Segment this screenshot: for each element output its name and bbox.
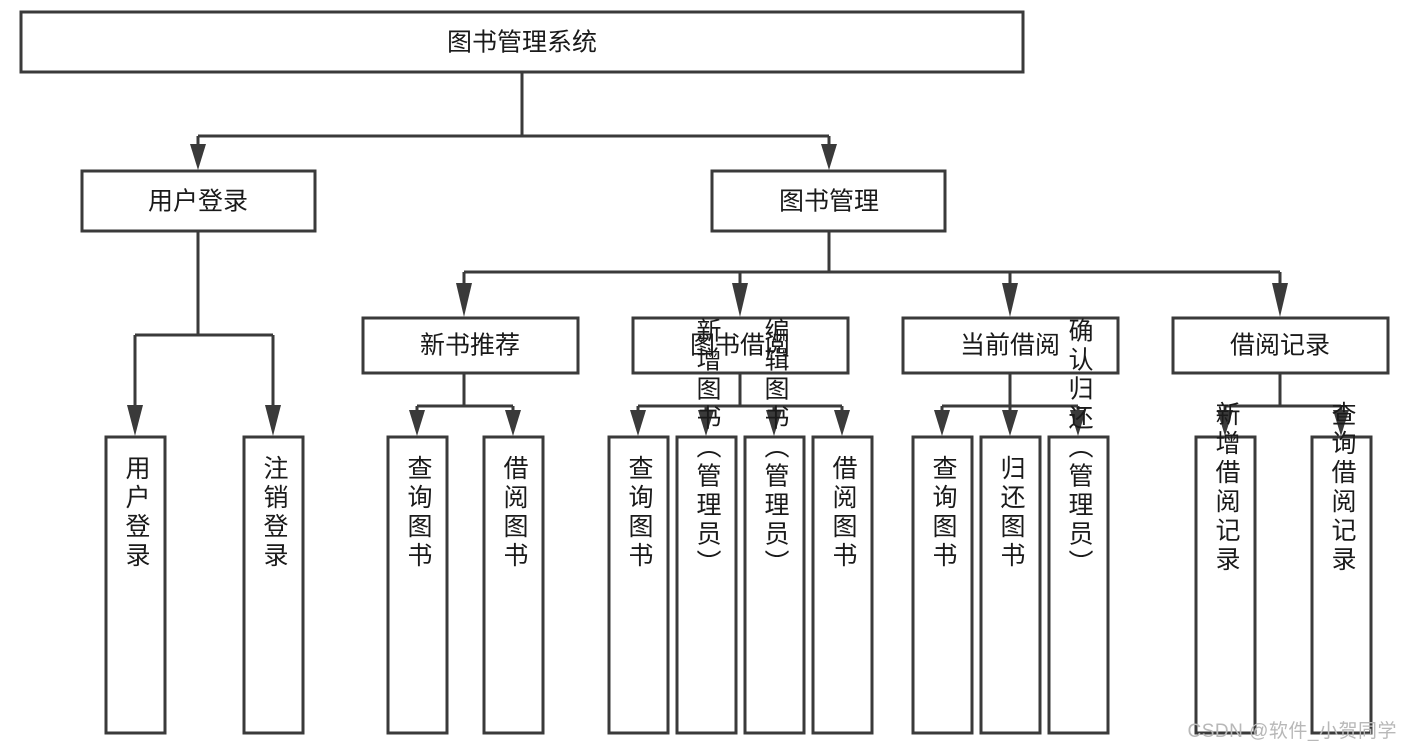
node-leaf-user-login-box[interactable] <box>104 435 167 735</box>
arrow-head-leaf-rec-borrow <box>505 410 521 436</box>
node-leaf-current-return-box[interactable] <box>979 435 1042 735</box>
node-leaf-rec-borrow-label: 借阅图书 <box>500 455 529 571</box>
node-borrow-record-label: 借阅记录 <box>1230 332 1330 360</box>
csdn-watermark: CSDN @软件_小贺同学 <box>1187 721 1397 742</box>
node-leaf-borrow-lend[interactable]: 借阅图书 <box>811 435 874 735</box>
node-leaf-current-query-box[interactable] <box>911 435 974 735</box>
arrow-head-leaf-borrow-edit <box>766 410 782 436</box>
node-leaf-user-logout-label: 注销登录 <box>260 455 289 571</box>
arrow-head-book-manage <box>821 144 837 170</box>
node-root[interactable]: 图书管理系统 <box>19 10 1025 74</box>
node-borrow-record[interactable]: 借阅记录 <box>1171 316 1390 375</box>
node-leaf-record-add-box[interactable] <box>1194 435 1257 735</box>
node-user-login-label: 用户登录 <box>148 188 248 216</box>
arrow-head-leaf-record-query <box>1333 410 1349 436</box>
node-leaf-record-query-box[interactable] <box>1310 435 1373 735</box>
arrow-head-leaf-borrow-lend <box>834 410 850 436</box>
node-leaf-rec-borrow-box[interactable] <box>482 435 545 735</box>
arrow-head-leaf-rec-query <box>409 410 425 436</box>
node-root-box[interactable] <box>19 10 1025 74</box>
arrow-head-current-borrow <box>1002 283 1018 317</box>
node-book-borrow[interactable]: 图书借阅 <box>631 316 850 375</box>
node-leaf-current-confirm-box[interactable] <box>1047 435 1110 735</box>
arrow-head-user-login <box>190 144 206 170</box>
node-leaf-current-return[interactable]: 归还图书 <box>979 435 1042 735</box>
node-leaf-current-confirm-label: 确认归还（管理员） <box>1065 318 1094 579</box>
node-user-login[interactable]: 用户登录 <box>80 169 317 233</box>
node-leaf-user-logout-box[interactable] <box>242 435 305 735</box>
node-leaf-current-confirm[interactable]: 确认归还（管理员） <box>1047 318 1110 735</box>
node-new-book-rec-box[interactable] <box>361 316 580 375</box>
node-leaf-rec-borrow[interactable]: 借阅图书 <box>482 435 545 735</box>
node-user-login-box[interactable] <box>80 169 317 233</box>
node-leaf-record-query[interactable]: 查询借阅记录 <box>1310 401 1373 735</box>
node-leaf-user-login[interactable]: 用户登录 <box>104 435 167 735</box>
arrow-head-leaf-user-logout <box>265 405 281 436</box>
arrow-head-leaf-current-return <box>1002 410 1018 436</box>
node-new-book-rec[interactable]: 新书推荐 <box>361 316 580 375</box>
node-leaf-rec-query[interactable]: 查询图书 <box>386 435 449 735</box>
node-current-borrow-box[interactable] <box>901 316 1120 375</box>
arrow-head-leaf-user-login <box>127 405 143 436</box>
connector-layer <box>127 73 1349 436</box>
node-leaf-record-query-label: 查询借阅记录 <box>1328 401 1357 575</box>
node-book-borrow-box[interactable] <box>631 316 850 375</box>
node-leaf-borrow-add[interactable]: 新增图书（管理员） <box>675 318 738 735</box>
node-book-manage-box[interactable] <box>710 169 947 233</box>
node-leaf-borrow-lend-label: 借阅图书 <box>829 455 858 571</box>
node-leaf-rec-query-box[interactable] <box>386 435 449 735</box>
arrow-head-leaf-current-confirm <box>1070 410 1086 436</box>
node-leaf-borrow-edit-label: 编辑图书（管理员） <box>761 318 790 579</box>
node-leaf-record-add-label: 新增借阅记录 <box>1212 401 1241 575</box>
node-leaf-borrow-query[interactable]: 查询图书 <box>607 435 670 735</box>
node-current-borrow-label: 当前借阅 <box>960 332 1060 360</box>
node-leaf-borrow-lend-box[interactable] <box>811 435 874 735</box>
node-root-label: 图书管理系统 <box>447 29 597 57</box>
node-book-manage[interactable]: 图书管理 <box>710 169 947 233</box>
node-leaf-borrow-query-box[interactable] <box>607 435 670 735</box>
arrow-head-leaf-borrow-add <box>698 410 714 436</box>
arrow-head-leaf-current-query <box>934 410 950 436</box>
node-leaf-record-add[interactable]: 新增借阅记录 <box>1194 401 1257 735</box>
arrow-head-leaf-record-add <box>1217 410 1233 436</box>
node-new-book-rec-label: 新书推荐 <box>420 332 520 360</box>
node-leaf-rec-query-label: 查询图书 <box>404 455 433 571</box>
arrow-head-book-borrow <box>732 283 748 317</box>
node-leaf-borrow-add-box[interactable] <box>675 435 738 735</box>
node-leaf-user-logout[interactable]: 注销登录 <box>242 435 305 735</box>
node-leaf-current-query[interactable]: 查询图书 <box>911 435 974 735</box>
node-book-manage-label: 图书管理 <box>779 188 879 216</box>
node-current-borrow[interactable]: 当前借阅 <box>901 316 1120 375</box>
node-leaf-user-login-label: 用户登录 <box>122 455 151 571</box>
node-leaf-borrow-query-label: 查询图书 <box>625 455 654 571</box>
node-leaf-current-query-label: 查询图书 <box>929 455 958 571</box>
arrow-head-leaf-borrow-query <box>630 410 646 436</box>
arrow-head-new-book-rec <box>456 283 472 317</box>
node-leaf-current-return-label: 归还图书 <box>997 455 1026 571</box>
arrow-head-borrow-record <box>1272 283 1288 317</box>
node-leaf-borrow-add-label: 新增图书（管理员） <box>693 318 722 579</box>
node-leaf-borrow-edit[interactable]: 编辑图书（管理员） <box>743 318 806 735</box>
node-book-borrow-label: 图书借阅 <box>690 332 790 360</box>
node-leaf-borrow-edit-box[interactable] <box>743 435 806 735</box>
node-borrow-record-box[interactable] <box>1171 316 1390 375</box>
